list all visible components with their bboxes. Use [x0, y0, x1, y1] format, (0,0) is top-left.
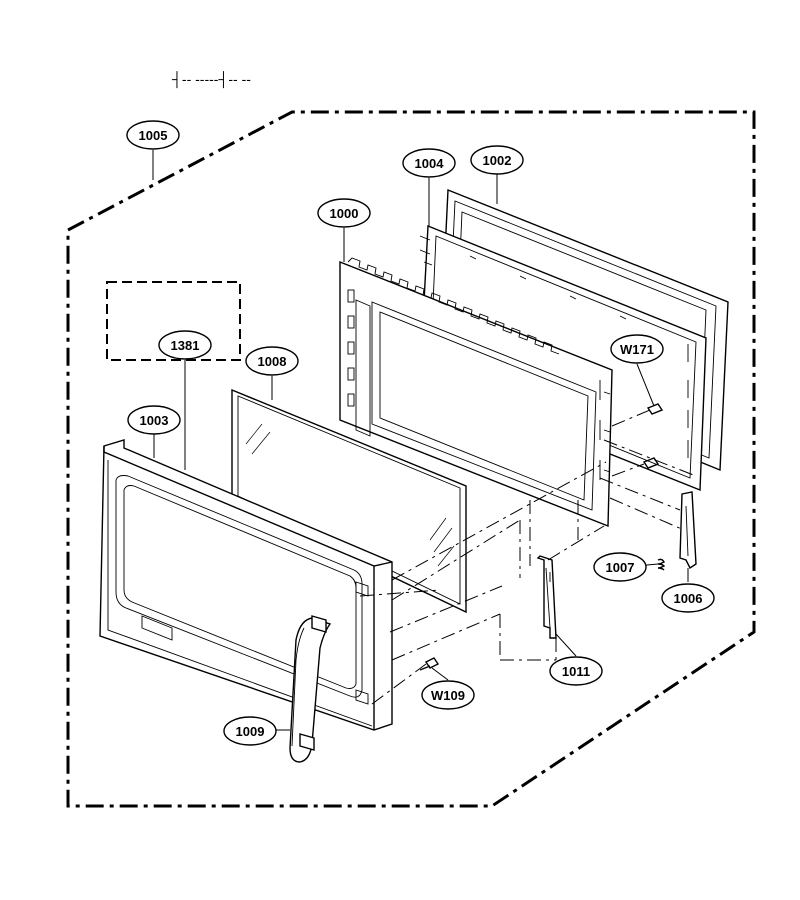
- callout-W109: W109: [421, 680, 475, 710]
- screw-W109: [419, 657, 440, 671]
- svg-text:1000: 1000: [330, 206, 359, 221]
- svg-text:1011: 1011: [562, 664, 590, 679]
- svg-text:1002: 1002: [483, 153, 512, 168]
- part-1006-lever: [679, 491, 697, 570]
- header-fragment: ┤-- -----┤-- --: [171, 71, 251, 89]
- part-1008-glass: [231, 388, 467, 614]
- svg-text:1007: 1007: [606, 560, 635, 575]
- leader-lines: [152, 150, 689, 731]
- callout-1007: 1007: [593, 552, 647, 582]
- callout-1000: 1000: [317, 198, 371, 228]
- svg-text:W109: W109: [431, 688, 465, 703]
- svg-text:1009: 1009: [236, 724, 265, 739]
- assembly-lines: [359, 409, 697, 705]
- callout-1003: 1003: [127, 405, 181, 435]
- part-1000-inner-frame: [339, 257, 613, 528]
- svg-text:1381: 1381: [171, 338, 200, 353]
- part-1007-spring: [657, 558, 666, 571]
- callout-1006: 1006: [661, 583, 715, 613]
- svg-text:1008: 1008: [258, 354, 287, 369]
- callout-1011: 1011: [549, 656, 603, 686]
- part-1009-handle: [289, 615, 332, 763]
- choke-assembly-box: [106, 281, 241, 361]
- callout-1009: 1009: [223, 716, 277, 746]
- callout-1008: 1008: [245, 346, 299, 376]
- svg-text:1005: 1005: [139, 128, 168, 143]
- callout-1002: 1002: [470, 145, 524, 175]
- svg-text:1006: 1006: [674, 591, 703, 606]
- callout-W171: W171: [610, 334, 664, 364]
- callout-1005: 1005: [126, 120, 180, 150]
- assembly-boundary-1005: [66, 110, 756, 808]
- svg-text:1003: 1003: [140, 413, 169, 428]
- svg-text:1004: 1004: [415, 156, 445, 171]
- svg-text:W171: W171: [620, 342, 654, 357]
- callout-1381: 1381: [158, 330, 212, 360]
- screw-W171: [642, 403, 664, 469]
- part-1011-latch: [536, 555, 557, 639]
- callout-1004: 1004: [402, 148, 456, 178]
